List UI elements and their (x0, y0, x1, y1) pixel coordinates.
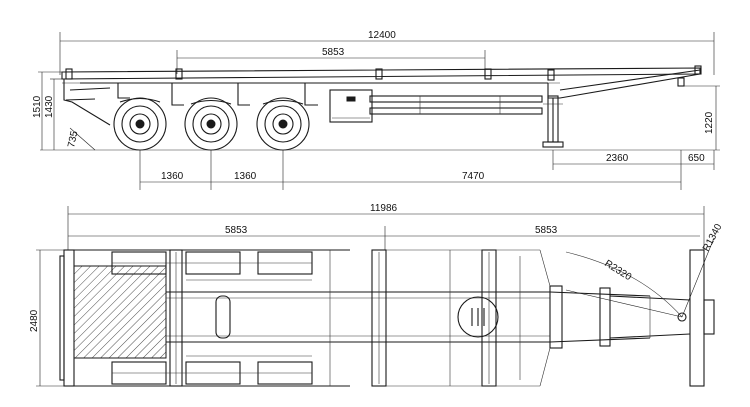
suspension-beam-2 (190, 99, 232, 105)
dim-5853-top-rear: 5853 (225, 225, 248, 236)
dim-1360-b: 1360 (234, 171, 257, 182)
kingpin (677, 77, 685, 87)
top-view: 11986 5853 5853 2480 (29, 203, 725, 387)
dim-overall-length-side: 12400 (59, 30, 715, 75)
gooseneck-top (549, 249, 715, 387)
side-frame (61, 65, 702, 126)
suspension-beam-1 (119, 97, 161, 103)
landing-leg (542, 95, 564, 148)
side-view: 12400 5853 (32, 30, 720, 190)
dim-2360: 2360 (606, 153, 629, 164)
dim-width: 2480 (29, 249, 66, 387)
dim-1510: 1510 (32, 95, 43, 118)
dim-sections-top: 5853 5853 (68, 225, 700, 250)
air-tank (215, 295, 231, 339)
dim-1430: 1430 (44, 95, 55, 118)
dim-1220: 1220 (704, 111, 715, 134)
dim-7470: 7470 (462, 171, 485, 182)
dim-12400: 12400 (368, 30, 396, 41)
dim-r1340: R1340 (701, 222, 725, 254)
dim-bottom-side: 1360 1360 7470 2360 650 (139, 150, 715, 190)
rear-bumper-top (63, 249, 75, 387)
dim-650: 650 (688, 153, 705, 164)
rear-hatched-area (73, 265, 167, 359)
wheel-blocks-top (111, 251, 313, 385)
wheel-1 (113, 97, 167, 151)
main-beams (166, 291, 651, 343)
dim-1360-a: 1360 (161, 171, 184, 182)
dim-fifth-wheel-height: 1220 (684, 85, 720, 150)
center-ring (457, 296, 499, 338)
dim-11986: 11986 (370, 203, 398, 214)
dim-overall-length-top: 11986 (67, 203, 705, 250)
wheel-3 (256, 97, 310, 151)
dim-5853-side: 5853 (322, 47, 345, 58)
suspension-beam-3 (262, 99, 304, 105)
dim-2480: 2480 (29, 309, 40, 332)
wheel-2 (184, 97, 238, 151)
dim-r2320: R2320 (602, 258, 633, 283)
dim-735: 735 (66, 130, 80, 149)
cross-members (169, 249, 521, 387)
dim-5853-top-front: 5853 (535, 225, 558, 236)
dim-rear-heights: 1510 1430 735 (32, 71, 96, 151)
